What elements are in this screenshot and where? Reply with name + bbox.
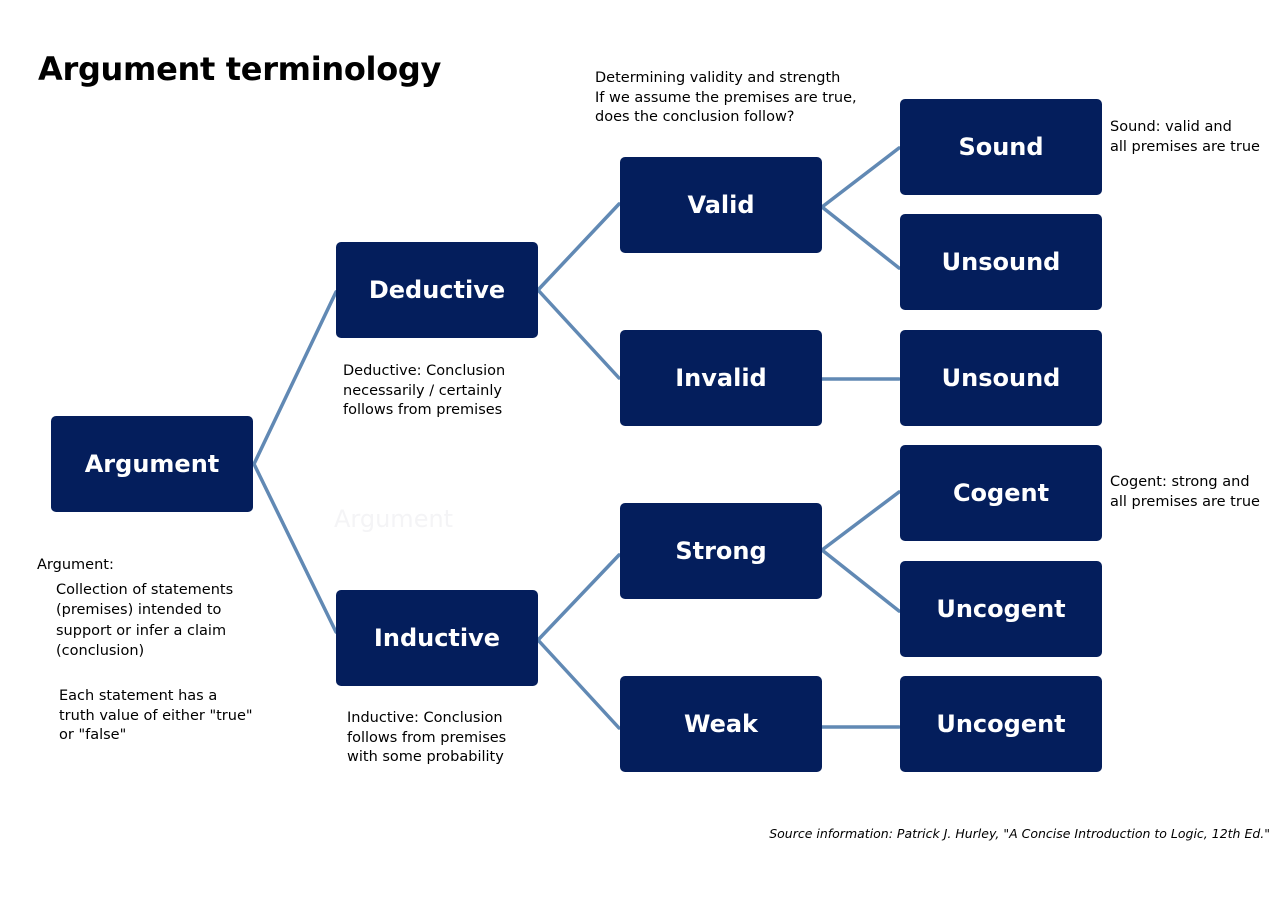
node-strong: Strong <box>620 503 822 599</box>
node-unsound-invalid: Unsound <box>900 330 1102 426</box>
note-line: Each statement has a <box>59 688 218 704</box>
note-inductive: Inductive: Conclusion follows from premi… <box>347 709 506 768</box>
edge-argument-inductive <box>252 462 338 634</box>
edge-argument-deductive <box>252 290 338 466</box>
node-deductive: Deductive <box>336 242 538 338</box>
node-uncogent-weak: Uncogent <box>900 676 1102 772</box>
note-line: with some probability <box>347 749 504 765</box>
edge-inductive-strong <box>536 553 621 642</box>
note-argument-definition: Collection of statements (premises) inte… <box>56 580 233 661</box>
node-invalid: Invalid <box>620 330 822 426</box>
note-line: or "false" <box>59 727 127 743</box>
edge-strong-uncogent <box>820 548 901 613</box>
note-line: (conclusion) <box>56 642 145 659</box>
note-line: follows from premises <box>347 729 507 746</box>
node-weak: Weak <box>620 676 822 772</box>
edge-deductive-invalid <box>536 288 621 380</box>
page-title: Argument terminology <box>38 50 442 88</box>
edge-deductive-valid <box>536 202 621 292</box>
note-line: (premises) intended to <box>56 602 222 619</box>
node-argument: Argument <box>51 416 253 512</box>
note-line: all premises are true <box>1110 493 1260 510</box>
node-valid: Valid <box>620 157 822 253</box>
note-line: follows from premises <box>343 402 503 418</box>
node-inductive: Inductive <box>336 590 538 686</box>
note-line: does the conclusion follow? <box>595 109 795 125</box>
source-citation: Source information: Patrick J. Hurley, "… <box>769 826 1270 841</box>
note-line: If we assume the premises are true, <box>595 89 857 106</box>
note-line: Cogent: strong and <box>1110 474 1250 490</box>
node-cogent: Cogent <box>900 445 1102 541</box>
note-line: Deductive: Conclusion <box>343 363 506 379</box>
edge-valid-sound <box>820 146 901 209</box>
note-line: necessarily / certainly <box>343 382 502 399</box>
note-validity: Determining validity and strength If we … <box>595 69 857 128</box>
node-unsound-valid: Unsound <box>900 214 1102 310</box>
note-argument-heading: Argument: <box>37 557 114 573</box>
note-cogent: Cogent: strong and all premises are true <box>1110 473 1260 512</box>
note-truth-value: Each statement has a truth value of eith… <box>59 687 253 746</box>
node-uncogent-strong: Uncogent <box>900 561 1102 657</box>
note-sound: Sound: valid and all premises are true <box>1110 118 1260 157</box>
ghost-watermark-text: Argument <box>334 505 454 533</box>
note-line: support or infer a claim <box>56 622 227 639</box>
note-line: all premises are true <box>1110 138 1260 155</box>
note-line: truth value of either "true" <box>59 707 253 724</box>
note-line: Inductive: Conclusion <box>347 710 503 726</box>
note-line: Determining validity and strength <box>595 70 841 86</box>
note-line: Sound: valid and <box>1110 119 1232 135</box>
note-line: Collection of statements <box>56 582 234 598</box>
note-deductive: Deductive: Conclusion necessarily / cert… <box>343 362 505 421</box>
node-sound: Sound <box>900 99 1102 195</box>
edge-inductive-weak <box>536 638 621 730</box>
edge-valid-unsound <box>820 205 901 270</box>
edge-strong-cogent <box>820 490 901 552</box>
